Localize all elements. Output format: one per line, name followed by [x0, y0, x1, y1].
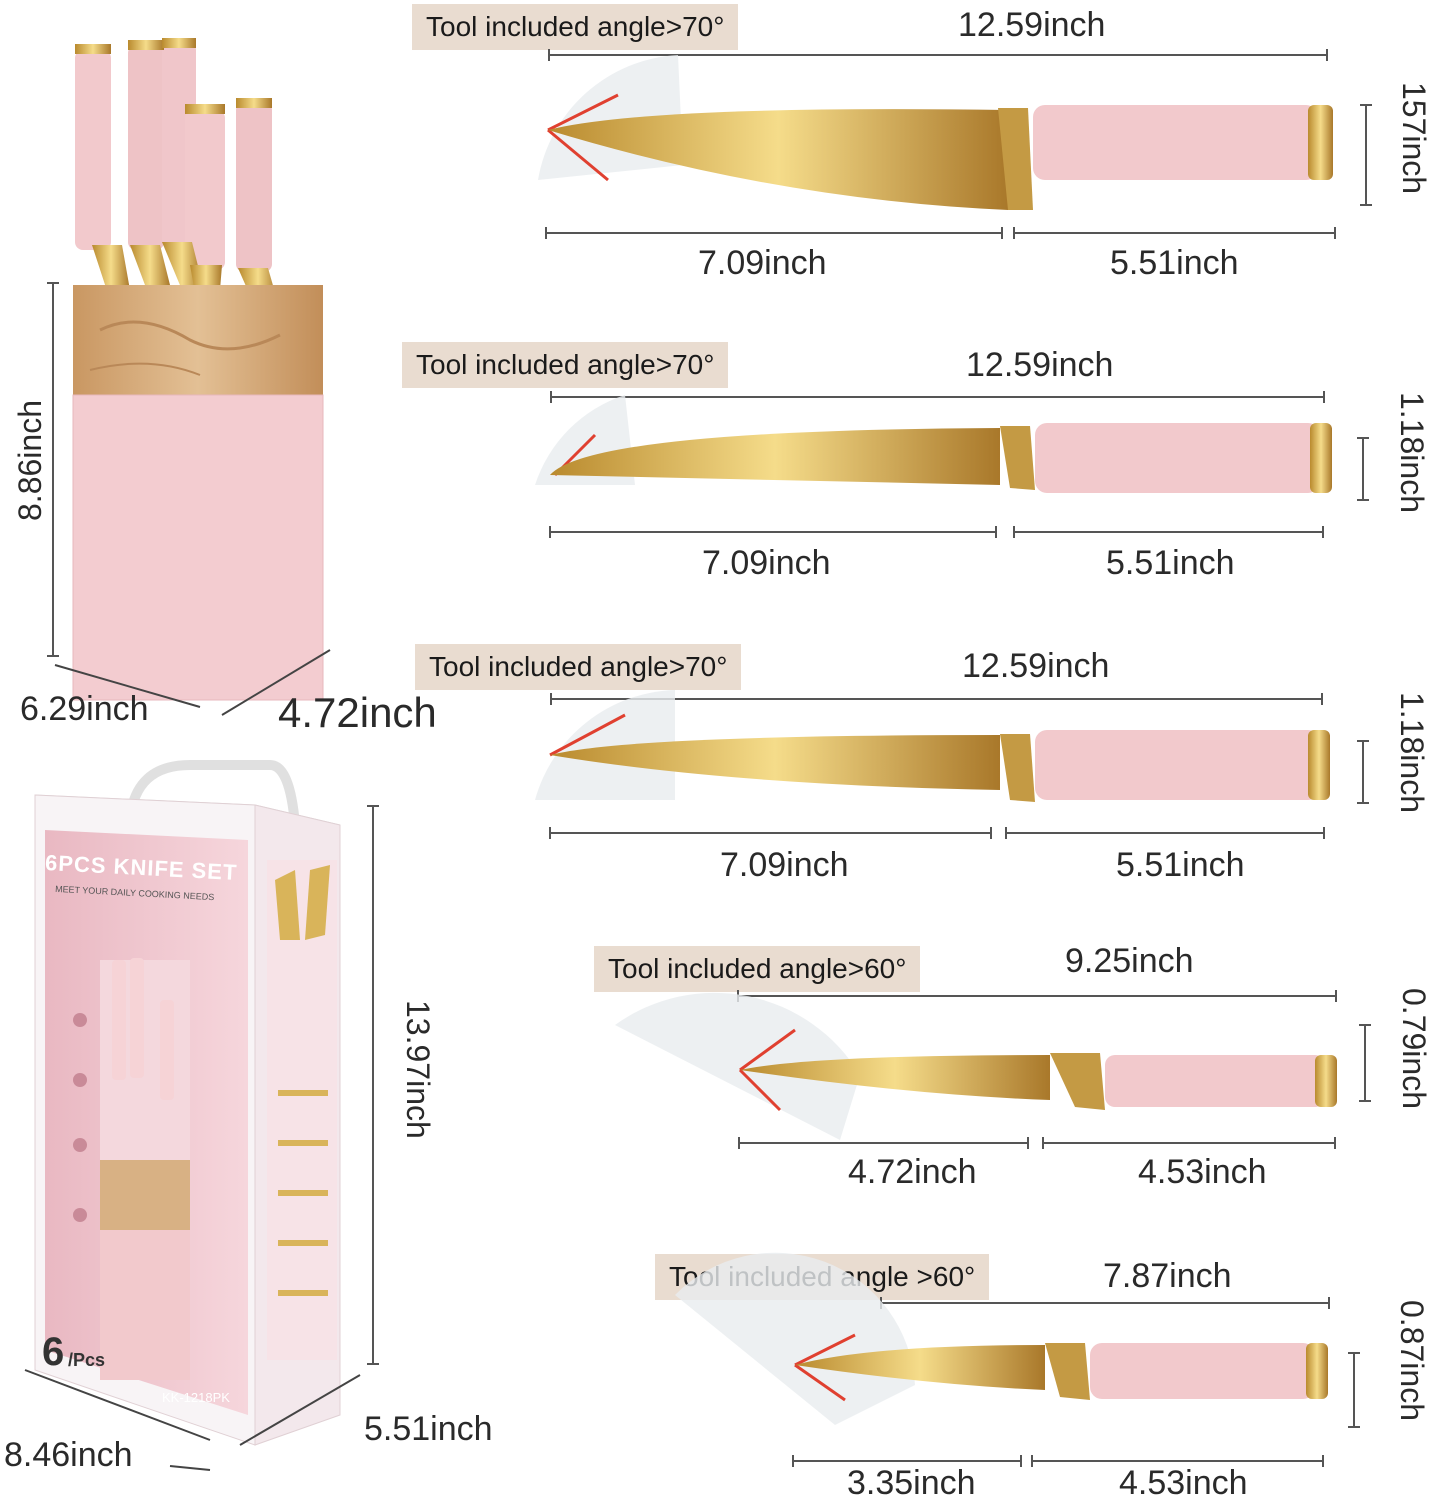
- knife-3-height-label: 1.18inch: [1394, 692, 1430, 813]
- knife-4-angle-tag: Tool included angle>60°: [594, 946, 921, 992]
- block-depth-label: 4.72inch: [278, 689, 437, 736]
- knife-1-handle-label: 5.51inch: [1110, 244, 1239, 282]
- knife-2-handle-label: 5.51inch: [1106, 544, 1235, 582]
- knife-4-blade-line: [738, 1137, 1029, 1149]
- knife-3-total-line: [550, 693, 1323, 705]
- box-count-unit: /Pcs: [68, 1350, 106, 1370]
- knife-2-height-label: 1.18inch: [1394, 392, 1430, 513]
- box-model: KK-1218PK: [162, 1390, 230, 1405]
- knife-5-total-label: 7.87inch: [1103, 1257, 1232, 1295]
- knife-1-handle-line: [1013, 227, 1336, 239]
- knife-2-blade-line: [549, 526, 997, 538]
- knife-2-total-label: 12.59inch: [966, 346, 1114, 384]
- knife-4-total-label: 9.25inch: [1065, 942, 1194, 980]
- knife-5-height-label: 0.87inch: [1394, 1300, 1430, 1421]
- knife-2-handle-line: [1013, 526, 1324, 538]
- knife-5-blade-label: 3.35inch: [847, 1464, 976, 1502]
- knife-4-handle-label: 4.53inch: [1138, 1153, 1267, 1191]
- knife-1-blade-label: 7.09inch: [698, 244, 827, 282]
- knife-4-blade-label: 4.72inch: [848, 1153, 977, 1191]
- knife-1-total-line: [548, 49, 1328, 61]
- knife-2-blade-label: 7.09inch: [702, 544, 831, 582]
- knife-3-total-label: 12.59inch: [962, 647, 1110, 685]
- knife-1-height-label: 157inch: [1396, 82, 1431, 195]
- box-base-lines: [24, 1369, 361, 1471]
- knife-5-image: [675, 1252, 1328, 1425]
- knife-3-blade-label: 7.09inch: [720, 846, 849, 884]
- knife-1-total-label: 12.59inch: [958, 6, 1106, 44]
- block-height-label: 8.86inch: [12, 400, 48, 521]
- knife-1-angle-tag: Tool included angle>70°: [412, 4, 739, 50]
- knife-3-angle-tag: Tool included angle>70°: [415, 644, 742, 690]
- knife-5-handle-line: [1031, 1455, 1324, 1467]
- knife-4-handle-line: [1042, 1137, 1336, 1149]
- knife-4-image: [615, 992, 1337, 1140]
- knife-3-image: [535, 690, 1330, 802]
- knife-4-height-line: [1359, 1024, 1371, 1102]
- knife-3-height-line: [1357, 740, 1369, 804]
- knife-5-height-line: [1348, 1352, 1360, 1428]
- box-width-label: 8.46inch: [4, 1436, 133, 1474]
- block-width-label: 6.29inch: [20, 690, 149, 728]
- block-base-lines: [54, 649, 331, 716]
- knife-5-handle-label: 4.53inch: [1119, 1464, 1248, 1502]
- knife-4-height-label: 0.79inch: [1396, 988, 1431, 1109]
- knife-2-image: [535, 395, 1332, 493]
- box-height-label: 13.97inch: [400, 1000, 436, 1139]
- knife-3-handle-line: [1005, 827, 1325, 839]
- box-depth-label: 5.51inch: [364, 1410, 493, 1448]
- knife-2-angle-tag: Tool included angle>70°: [402, 342, 729, 388]
- block-height-line: [47, 282, 59, 657]
- knife-2-total-line: [550, 391, 1325, 403]
- knife-1-height-line: [1360, 104, 1372, 206]
- box-count-number: 6: [42, 1330, 65, 1374]
- knife-2-height-line: [1357, 437, 1369, 501]
- knife-1-blade-line: [545, 227, 1003, 239]
- knife-3-handle-label: 5.51inch: [1116, 846, 1245, 884]
- knife-block-image: [72, 38, 324, 701]
- knife-5-blade-line: [792, 1455, 1022, 1467]
- box-height-line: [367, 805, 379, 1365]
- box-image: [34, 760, 341, 1446]
- knife-3-blade-line: [549, 827, 992, 839]
- knife-1-image: [538, 55, 1333, 210]
